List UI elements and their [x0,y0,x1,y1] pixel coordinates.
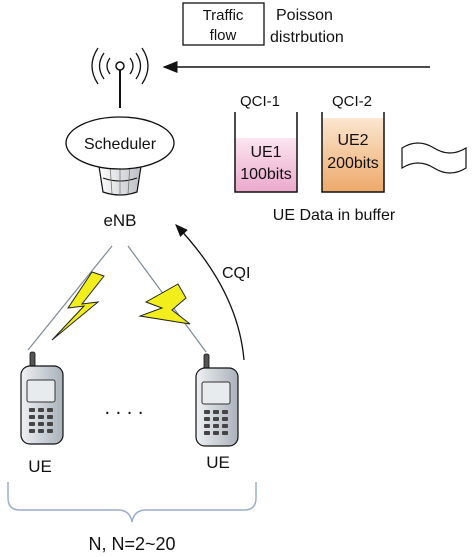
traffic-flow-label-line2: flow [210,27,237,44]
continuation-wave-icon [401,142,467,174]
traffic-flow-label-line1: Traffic [203,7,244,24]
qci1-label: QCI-1 [240,93,280,110]
qci2-label: QCI-2 [332,93,372,110]
buffer-caption: UE Data in buffer [273,207,396,224]
enb-label: eNB [103,211,136,230]
scheduler-ellipse [65,116,175,170]
right-lightning-icon [138,283,191,325]
ue2-buffer-label-line2: 200bits [327,155,379,172]
cqi-label: CQI [222,265,250,282]
scheduler-label: Scheduler [84,136,157,153]
poisson-label-line1: Poisson [276,7,333,24]
ue-count-label: N, N=2~20 [88,534,175,554]
left-radio-link [27,245,113,351]
right-phone-icon [195,353,239,447]
poisson-label-line2: distrbution [270,29,344,46]
left-phone-icon [20,351,64,445]
ue1-buffer-label-line1: UE1 [250,144,281,161]
left-lightning-icon [51,271,105,341]
buffer-qci1: UE1 100bits [234,112,298,193]
traffic-flow-box: Traffic flow [182,2,265,46]
ue2-buffer-label-line1: UE2 [337,132,368,149]
cqi-arrow [175,224,245,361]
buffer-qci2: UE2 200bits [321,112,385,193]
antenna-icon [91,47,149,108]
ue-ellipsis: . . . . [105,397,144,419]
left-ue-label: UE [28,457,52,476]
ue1-buffer-label-line2: 100bits [240,166,292,183]
right-ue-label: UE [206,453,230,472]
ue-group-brace [7,482,257,523]
